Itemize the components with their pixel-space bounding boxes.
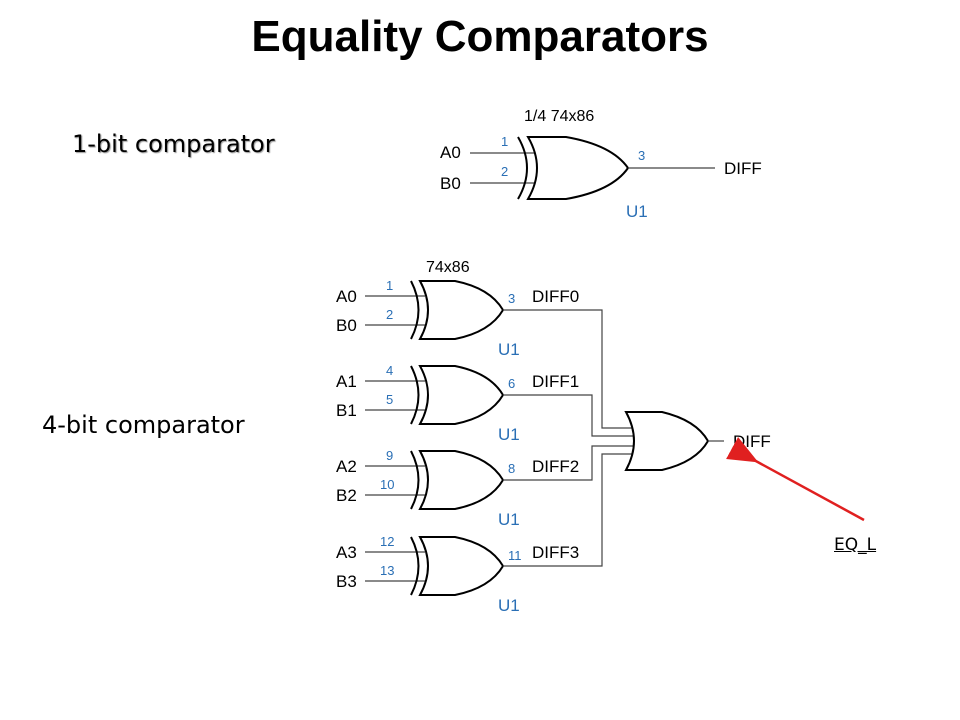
gate-1-pin-b: 5 (386, 392, 393, 407)
one-bit-unit: U1 (626, 202, 648, 221)
gate-3-input-a: A3 (336, 543, 357, 562)
gate-3-unit: U1 (498, 596, 520, 615)
gate-2-unit: U1 (498, 510, 520, 529)
gate-2-pin-out: 8 (508, 461, 515, 476)
xor-gate-0: A0 B0 1 2 3 DIFF0 U1 (336, 278, 579, 359)
gate-0-input-a: A0 (336, 287, 357, 306)
one-bit-pin-out: 3 (638, 148, 645, 163)
or-gate: DIFF (624, 411, 771, 471)
gate-0-pin-out: 3 (508, 291, 515, 306)
four-bit-label: 4-bit comparator (42, 411, 245, 439)
gate-1-unit: U1 (498, 425, 520, 444)
gate-3-pin-a: 12 (380, 534, 394, 549)
gate-3-pin-b: 13 (380, 563, 394, 578)
xor-gate-3: A3 B3 12 13 11 DIFF3 U1 (336, 534, 579, 615)
page-title: Equality Comparators (251, 12, 709, 61)
gate-2-input-b: B2 (336, 486, 357, 505)
gate-1-pin-out: 6 (508, 376, 515, 391)
gate-3-output: DIFF3 (532, 543, 579, 562)
one-bit-part-label: 1/4 74x86 (524, 108, 594, 125)
or-gate-wiring (503, 309, 636, 567)
four-bit-part-label: 74x86 (426, 259, 470, 276)
gate-3-pin-out: 11 (508, 548, 522, 563)
gate-1-pin-a: 4 (386, 363, 393, 378)
gate-1-input-a: A1 (336, 372, 357, 391)
gate-2-pin-b: 10 (380, 477, 394, 492)
gate-0-unit: U1 (498, 340, 520, 359)
gate-3-input-b: B3 (336, 572, 357, 591)
eq-l-label: EQ_L (834, 535, 877, 555)
one-bit-pin-b: 2 (501, 164, 508, 179)
gate-0-output: DIFF0 (532, 287, 579, 306)
eq-l-arrow (726, 437, 865, 522)
gate-2-input-a: A2 (336, 457, 357, 476)
gate-2-pin-a: 9 (386, 448, 393, 463)
gate-1-input-b: B1 (336, 401, 357, 420)
gate-2-output: DIFF2 (532, 457, 579, 476)
four-bit-output: DIFF (733, 432, 771, 451)
one-bit-xor-gate: 1/4 74x86 A0 B0 1 2 3 DIFF U1 (440, 108, 762, 221)
xor-gate-1: A1 B1 4 5 6 DIFF1 U1 (336, 363, 579, 444)
gate-0-input-b: B0 (336, 316, 357, 335)
gate-0-pin-b: 2 (386, 307, 393, 322)
xor-gate-2: A2 B2 9 10 8 DIFF2 U1 (336, 448, 579, 529)
one-bit-label: 1-bit comparator (72, 130, 275, 158)
one-bit-input-a: A0 (440, 143, 461, 162)
one-bit-output: DIFF (724, 159, 762, 178)
one-bit-pin-a: 1 (501, 134, 508, 149)
one-bit-input-b: B0 (440, 174, 461, 193)
gate-0-pin-a: 1 (386, 278, 393, 293)
gate-1-output: DIFF1 (532, 372, 579, 391)
